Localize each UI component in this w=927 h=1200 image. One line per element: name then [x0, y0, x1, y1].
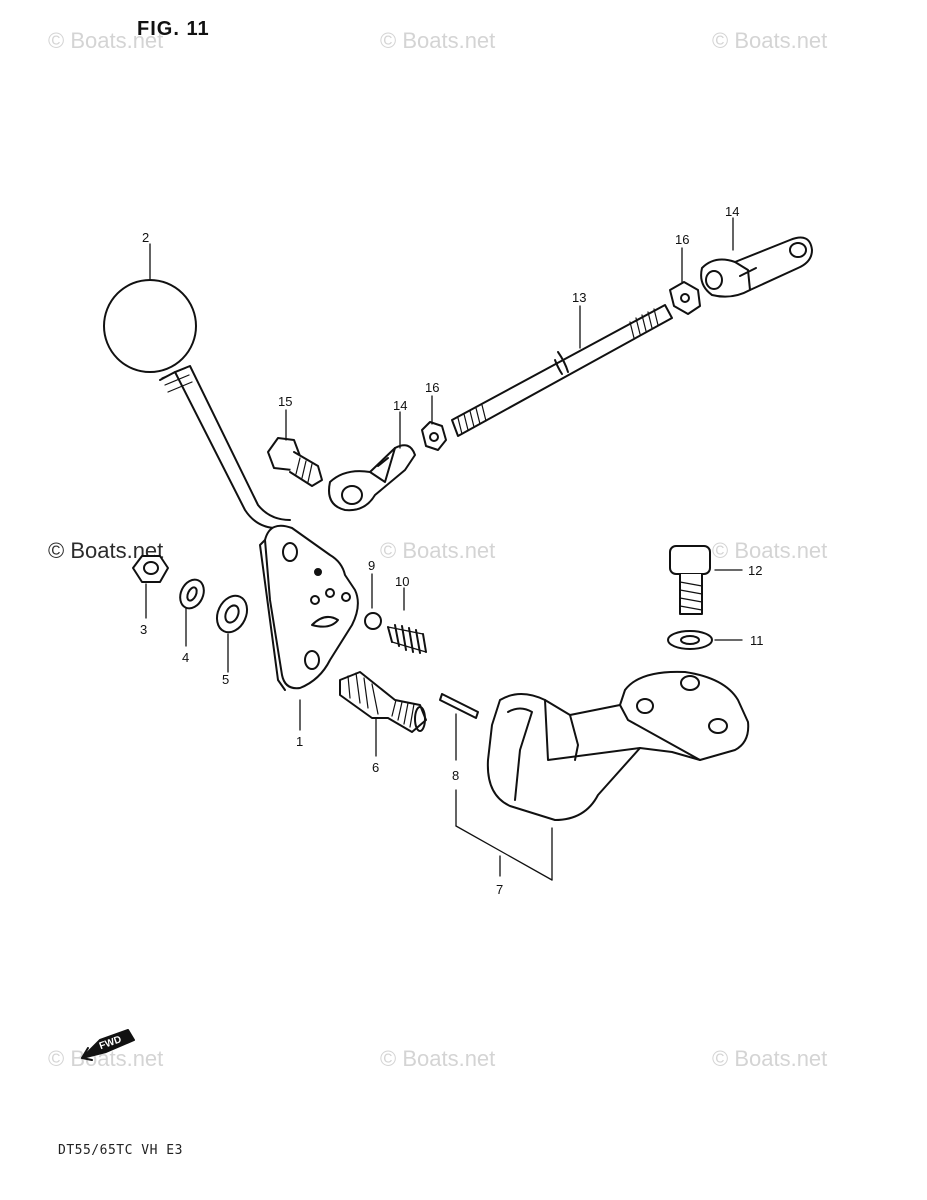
callout-8: 8	[452, 768, 459, 783]
callout-2: 2	[142, 230, 149, 245]
part-16-nut-lower	[421, 421, 447, 451]
callout-4: 4	[182, 650, 189, 665]
part-14-rod-end-upper	[700, 236, 813, 298]
callout-6: 6	[372, 760, 379, 775]
part-13-rod	[451, 304, 673, 437]
part-4-washer	[179, 578, 205, 610]
part-14-rod-end-lower	[328, 444, 416, 512]
part-3-nut	[132, 555, 169, 583]
watermark-top-right: © Boats.net	[712, 28, 828, 53]
callout-16-lower: 16	[425, 380, 439, 395]
callout-12: 12	[748, 563, 762, 578]
part-12-bolt	[669, 545, 711, 615]
callout-16-upper: 16	[675, 232, 689, 247]
callout-1: 1	[296, 734, 303, 749]
callout-11: 11	[750, 633, 764, 648]
part-1-plate	[259, 524, 359, 691]
model-code: DT55/65TC VH E3	[58, 1143, 183, 1158]
part-9-ball	[364, 612, 382, 630]
part-16-nut-upper	[669, 281, 701, 315]
watermark-top-left: © Boats.net	[48, 28, 164, 53]
part-11-washer	[667, 630, 713, 650]
callout-5: 5	[222, 672, 229, 687]
callout-15: 15	[278, 394, 292, 409]
part-2-knob	[103, 279, 197, 373]
fwd-arrow-icon	[81, 1029, 135, 1061]
callout-3: 3	[140, 622, 147, 637]
watermark-top-center: © Boats.net	[380, 28, 496, 53]
part-15-bolt	[267, 437, 323, 487]
leader-lines	[145, 217, 743, 881]
callout-10: 10	[395, 574, 409, 589]
part-7-bracket	[486, 670, 750, 821]
watermark-bottom-center: © Boats.net	[380, 1046, 496, 1071]
watermark-mid-right: © Boats.net	[712, 538, 828, 563]
figure-title: FIG. 11	[137, 18, 210, 40]
callout-14-lower: 14	[393, 398, 407, 413]
watermark-mid-center: © Boats.net	[380, 538, 496, 563]
callout-13: 13	[572, 290, 586, 305]
part-10-spring	[387, 624, 427, 654]
part-5-washer	[215, 594, 249, 634]
callout-9: 9	[368, 558, 375, 573]
part-8-pin	[439, 693, 479, 719]
part-6-stud	[339, 671, 427, 733]
callout-7: 7	[496, 882, 503, 897]
callout-14-upper: 14	[725, 204, 739, 219]
watermark-bottom-right: © Boats.net	[712, 1046, 828, 1071]
